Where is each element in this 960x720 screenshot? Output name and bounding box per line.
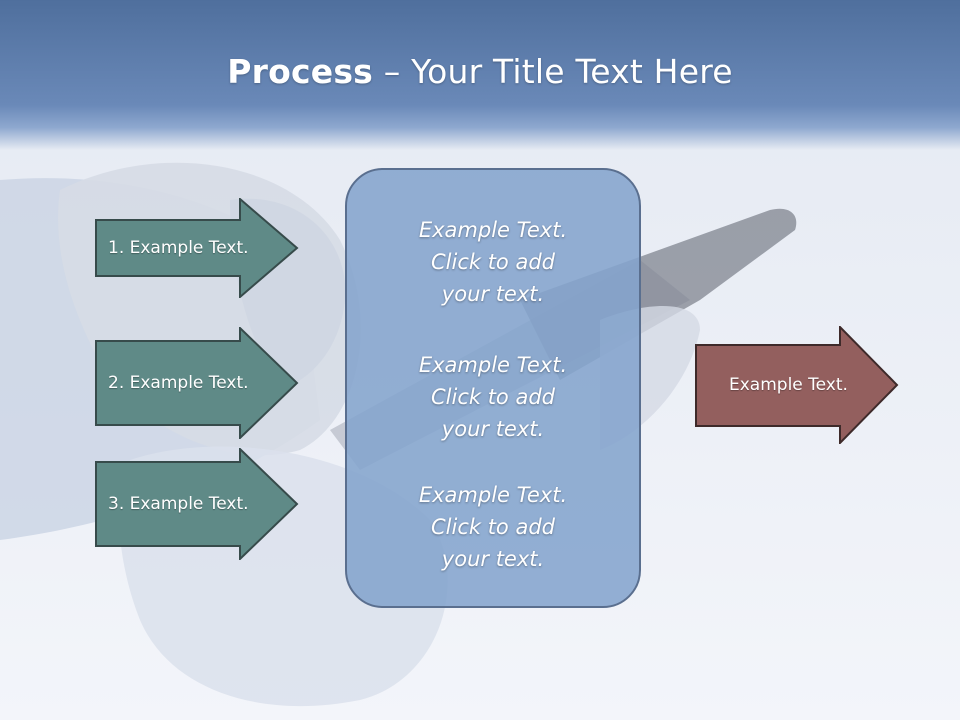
input-arrow-1: 1. Example Text.: [95, 198, 300, 298]
center-process-box: Example Text. Click to add your text. Ex…: [345, 168, 641, 608]
input-arrow-1-label: 1. Example Text.: [108, 238, 249, 258]
block-1-line-1: Example Text.: [418, 218, 568, 242]
block-2-line-3: your text.: [441, 417, 545, 441]
header-band: [0, 0, 960, 150]
block-1-line-3: your text.: [441, 282, 545, 306]
input-arrow-3-label: 3. Example Text.: [108, 494, 249, 514]
block-3-line-1: Example Text.: [418, 483, 568, 507]
center-text-block-2: Example Text. Click to add your text.: [347, 349, 639, 445]
title-rest: – Your Title Text Here: [373, 52, 733, 91]
block-2-line-2: Click to add: [430, 385, 555, 409]
input-arrow-2: 2. Example Text.: [95, 327, 300, 439]
output-arrow-label: Example Text.: [729, 375, 848, 395]
block-2-line-1: Example Text.: [418, 353, 568, 377]
slide-title: Process – Your Title Text Here: [0, 52, 960, 91]
title-bold: Process: [227, 52, 374, 91]
center-text-block-3: Example Text. Click to add your text.: [347, 479, 639, 575]
block-3-line-3: your text.: [441, 547, 545, 571]
input-arrow-3: 3. Example Text.: [95, 448, 300, 560]
output-arrow: Example Text.: [695, 326, 900, 444]
center-text-block-1: Example Text. Click to add your text.: [347, 214, 639, 310]
input-arrow-2-label: 2. Example Text.: [108, 373, 249, 393]
block-1-line-2: Click to add: [430, 250, 555, 274]
block-3-line-2: Click to add: [430, 515, 555, 539]
